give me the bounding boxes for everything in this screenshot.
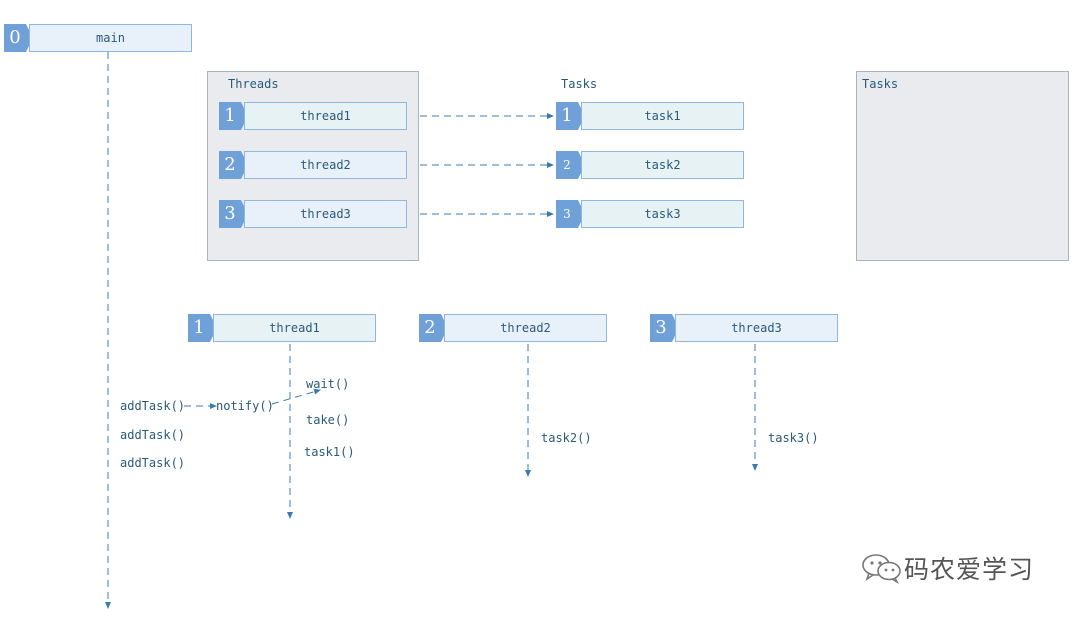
thread-number: 1	[188, 314, 210, 342]
thread-label: thread2	[244, 151, 407, 179]
addtask-call: addTask()	[120, 456, 186, 470]
thread-label: thread3	[244, 200, 407, 228]
main-lane: 0 main	[4, 24, 192, 52]
threads-list-item: 2 thread2	[219, 151, 407, 179]
thread-number: 1	[219, 102, 241, 130]
tasks-box	[856, 71, 1069, 261]
thread-label: thread1	[213, 314, 376, 342]
addtask-call: addTask()	[120, 428, 186, 442]
task-number: 1	[556, 102, 578, 130]
watermark: 码农爱学习	[860, 548, 1034, 588]
task-list-item: 1 task1	[556, 102, 744, 130]
task-label: task1	[581, 102, 744, 130]
addtask-call: addTask()	[120, 399, 186, 413]
threads-list-item: 1 thread1	[219, 102, 407, 130]
thread-number: 2	[419, 314, 441, 342]
wait-call: wait()	[306, 377, 350, 391]
thread-number: 3	[650, 314, 672, 342]
tasks-column-title: Tasks	[561, 77, 598, 91]
task3-call: task3()	[768, 431, 819, 445]
task2-call: task2()	[541, 431, 592, 445]
lower-thread1-lane: 1 thread1	[188, 314, 376, 342]
threads-box-title: Threads	[228, 77, 279, 91]
thread-label: thread3	[675, 314, 838, 342]
task-list-item: 3 task3	[556, 200, 744, 228]
task-label: task3	[581, 200, 744, 228]
thread-number: 2	[219, 151, 241, 179]
notify-call: notify()	[216, 399, 274, 413]
wechat-icon	[862, 554, 901, 584]
task-number: 3	[556, 200, 578, 228]
task-number: 2	[556, 151, 578, 179]
lower-thread3-lane: 3 thread3	[650, 314, 838, 342]
lower-thread2-lane: 2 thread2	[419, 314, 607, 342]
watermark-text: 码农爱学习	[904, 555, 1035, 584]
arrow-notify-wait	[271, 388, 321, 405]
main-lane-label: main	[29, 24, 192, 52]
thread-label: thread1	[244, 102, 407, 130]
threads-list-item: 3 thread3	[219, 200, 407, 228]
thread-label: thread2	[444, 314, 607, 342]
task-list-item: 2 task2	[556, 151, 744, 179]
task1-call: task1()	[304, 445, 355, 459]
take-call: take()	[306, 413, 350, 427]
thread-number: 3	[219, 200, 241, 228]
main-lane-number: 0	[4, 24, 26, 52]
task-label: task2	[581, 151, 744, 179]
tasks-box-title: Tasks	[862, 77, 899, 91]
